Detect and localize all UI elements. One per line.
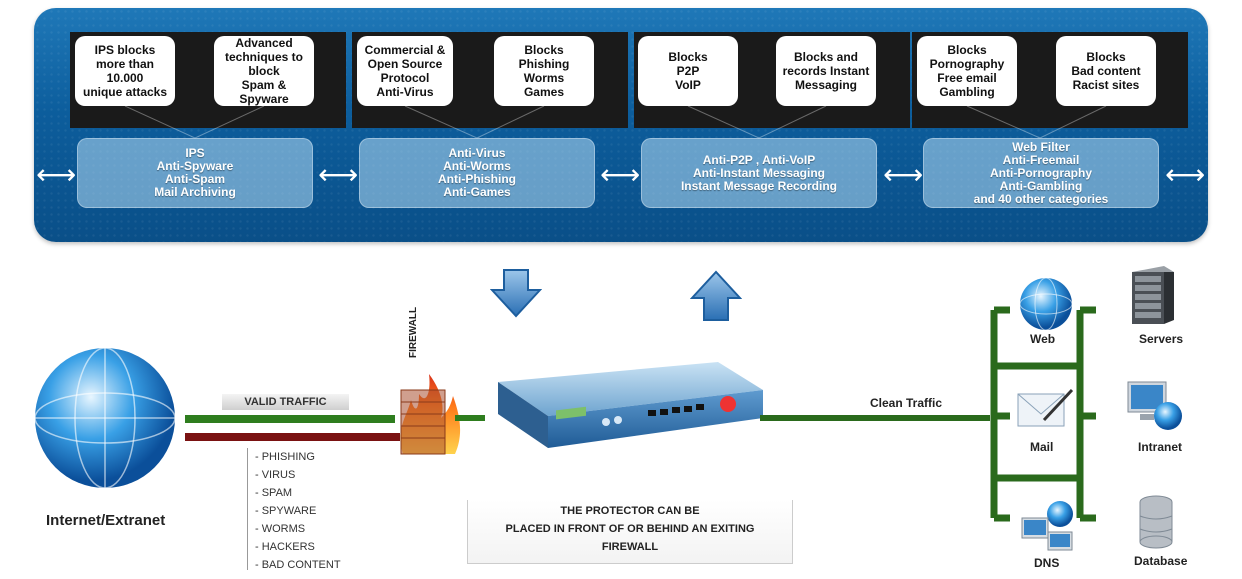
network-label-servers: Servers	[1139, 332, 1184, 346]
double-arrow-icon: ⟷	[600, 159, 641, 190]
filter-group-ips: IPS Anti-Spyware Anti-Spam Mail Archivin…	[77, 138, 313, 208]
feature-card: Blocks Phishing Worms Games	[494, 36, 594, 106]
threat-item: - VIRUS	[255, 469, 296, 481]
network-bus	[990, 306, 1096, 522]
network-computers-icon	[1021, 501, 1073, 551]
feature-card: Advanced techniques to block Spam & Spyw…	[214, 36, 314, 106]
threat-item: - HACKERS	[255, 541, 315, 553]
threat-item: - WORMS	[255, 523, 306, 535]
globe-icon	[1019, 277, 1073, 331]
threat-item: - SPAM	[255, 487, 293, 499]
bad-traffic-line	[185, 433, 400, 441]
globe-icon	[34, 347, 176, 489]
threat-item: - PHISHING	[255, 451, 315, 463]
valid-traffic-label: VALID TRAFFIC	[222, 394, 349, 410]
mail-icon	[1017, 388, 1074, 427]
clean-traffic-label: Clean Traffic	[870, 396, 943, 410]
protector-appliance-image	[498, 362, 763, 448]
feature-card: Blocks P2P VoIP	[638, 36, 738, 106]
firewall-icon	[400, 374, 461, 455]
filter-group-webfilter: Web Filter Anti-Freemail Anti-Pornograph…	[923, 138, 1159, 208]
network-label-dns: DNS	[1034, 556, 1060, 570]
double-arrow-icon: ⟷	[318, 159, 359, 190]
network-label-web: Web	[1030, 332, 1056, 346]
clean-traffic-line	[760, 415, 990, 421]
feature-card: Blocks Pornography Free email Gambling	[917, 36, 1017, 106]
protector-note: THE PROTECTOR CAN BE PLACED IN FRONT OF …	[467, 500, 793, 564]
threat-list-line	[247, 448, 248, 570]
arrow-up-icon	[690, 270, 742, 321]
network-label-database: Database	[1134, 554, 1188, 568]
card-connectors	[124, 105, 1107, 139]
double-arrow-icon: ⟷	[1165, 159, 1206, 190]
feature-card: IPS blocks more than 10.000 unique attac…	[75, 36, 175, 106]
feature-card: Blocks and records Instant Messaging	[776, 36, 876, 106]
monitor-globe-icon	[1127, 381, 1182, 430]
feature-card: Commercial & Open Source Protocol Anti-V…	[357, 36, 453, 106]
threat-item: - BAD CONTENT	[255, 559, 341, 571]
network-label-intranet: Intranet	[1138, 440, 1183, 454]
threat-item: - SPYWARE	[255, 505, 317, 517]
database-icon	[1139, 495, 1173, 549]
threat-list: - PHISHING - VIRUS - SPAM - SPYWARE - WO…	[255, 448, 341, 574]
feature-card: Blocks Bad content Racist sites	[1056, 36, 1156, 106]
firewall-appliance-line	[455, 415, 485, 421]
internet-label: Internet/Extranet	[46, 512, 166, 529]
network-label-mail: Mail	[1030, 440, 1054, 454]
double-arrow-icon: ⟷	[883, 159, 924, 190]
firewall-label: FIREWALL	[408, 306, 419, 358]
arrow-down-icon	[490, 269, 542, 318]
server-rack-icon	[1132, 266, 1174, 324]
double-arrow-icon: ⟷	[36, 159, 77, 190]
valid-traffic-line	[185, 415, 395, 423]
filter-group-antivirus: Anti-Virus Anti-Worms Anti-Phishing Anti…	[359, 138, 595, 208]
filter-group-p2p: Anti-P2P , Anti-VoIP Anti-Instant Messag…	[641, 138, 877, 208]
